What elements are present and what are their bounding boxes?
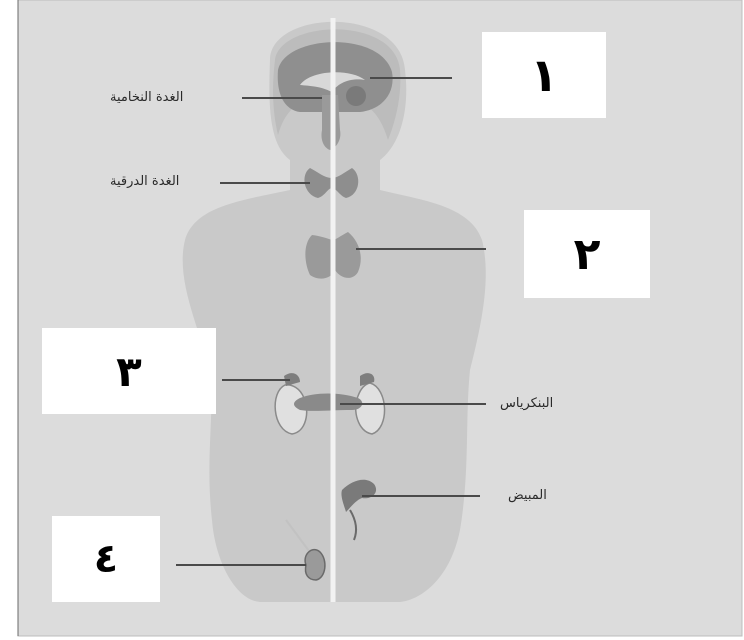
right-kidney — [356, 383, 385, 434]
label-thyroid-gland: الغدة الدرقية — [110, 174, 179, 189]
number-box-2: ٢ — [524, 210, 650, 298]
label-pancreas: البنكرياس — [500, 396, 553, 411]
label-pituitary-gland: الغدة النخامية — [110, 90, 183, 105]
number-box-3: ٣ — [42, 328, 216, 414]
label-ovary: المبيض — [508, 488, 547, 503]
number-box-4: ٤ — [52, 516, 160, 602]
testis — [305, 550, 325, 580]
number-box-1: ١ — [482, 32, 606, 118]
